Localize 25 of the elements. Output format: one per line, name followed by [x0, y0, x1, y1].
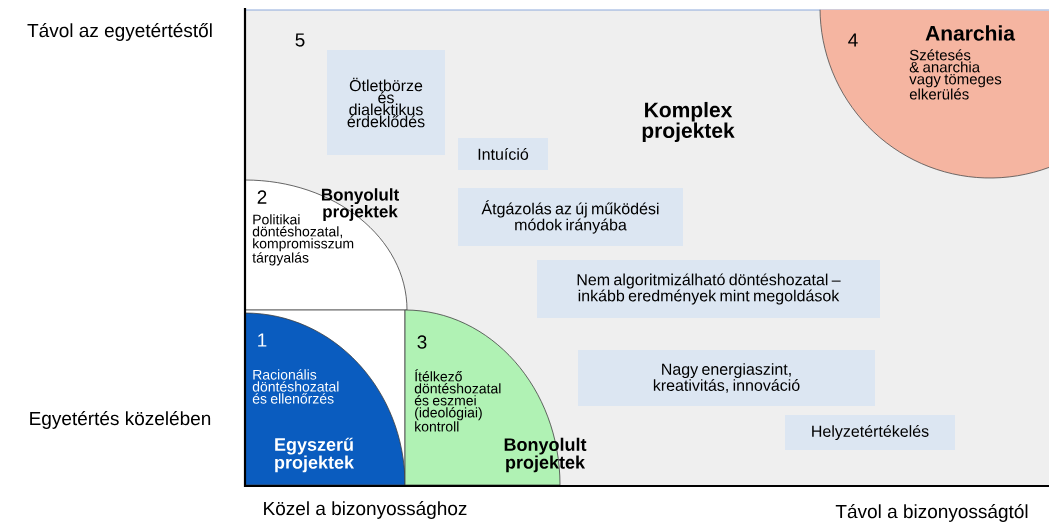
- zone-description: Ítélkező döntéshozatal és eszmei (ideológiai) kontroll: [414, 369, 501, 432]
- zone-title: Bonyolult projektek: [504, 437, 587, 473]
- text-box: Helyzetértékelés: [785, 415, 955, 450]
- zone-shape: [244, 179, 408, 311]
- zone-number: 5: [295, 33, 305, 47]
- text-box: Ötletbörze és dialektikus érdeklődés: [327, 50, 445, 155]
- zone-shape: [819, 9, 1049, 179]
- axis-label: Egyetértés közelében: [30, 411, 211, 429]
- zone-title: Anarchia: [925, 25, 1016, 41]
- zone-number: 3: [417, 335, 427, 349]
- zone-number: 4: [848, 33, 858, 47]
- text-box: Nem algoritmizálható döntéshozatal – inkább eredmények mint megoldások: [537, 260, 880, 318]
- text-box: Átgázolás az új működési módok irányába: [458, 188, 683, 246]
- zone-description: Szétesés & anarchia vagy tömeges elkerülés: [909, 49, 1002, 100]
- zone-title: Komplex projektek: [642, 101, 735, 143]
- text-box: Nagy energiaszint, kreativitás, innováció: [578, 350, 875, 406]
- zone-title: Egyszerű projektek: [275, 437, 355, 473]
- axis-label: Közel a bizonyossághoz: [264, 501, 467, 519]
- zone-shape: [244, 309, 406, 486]
- zone-number: 2: [257, 190, 267, 204]
- zone-number: 1: [258, 333, 267, 347]
- axis-label: Távol a bizonyosságtól: [835, 504, 1028, 522]
- zone-description: Racionális döntéshozatal és ellenőrzés: [252, 369, 339, 404]
- text-box: Intuíció: [458, 138, 548, 170]
- axis-label: Távol az egyetértéstől: [27, 23, 212, 41]
